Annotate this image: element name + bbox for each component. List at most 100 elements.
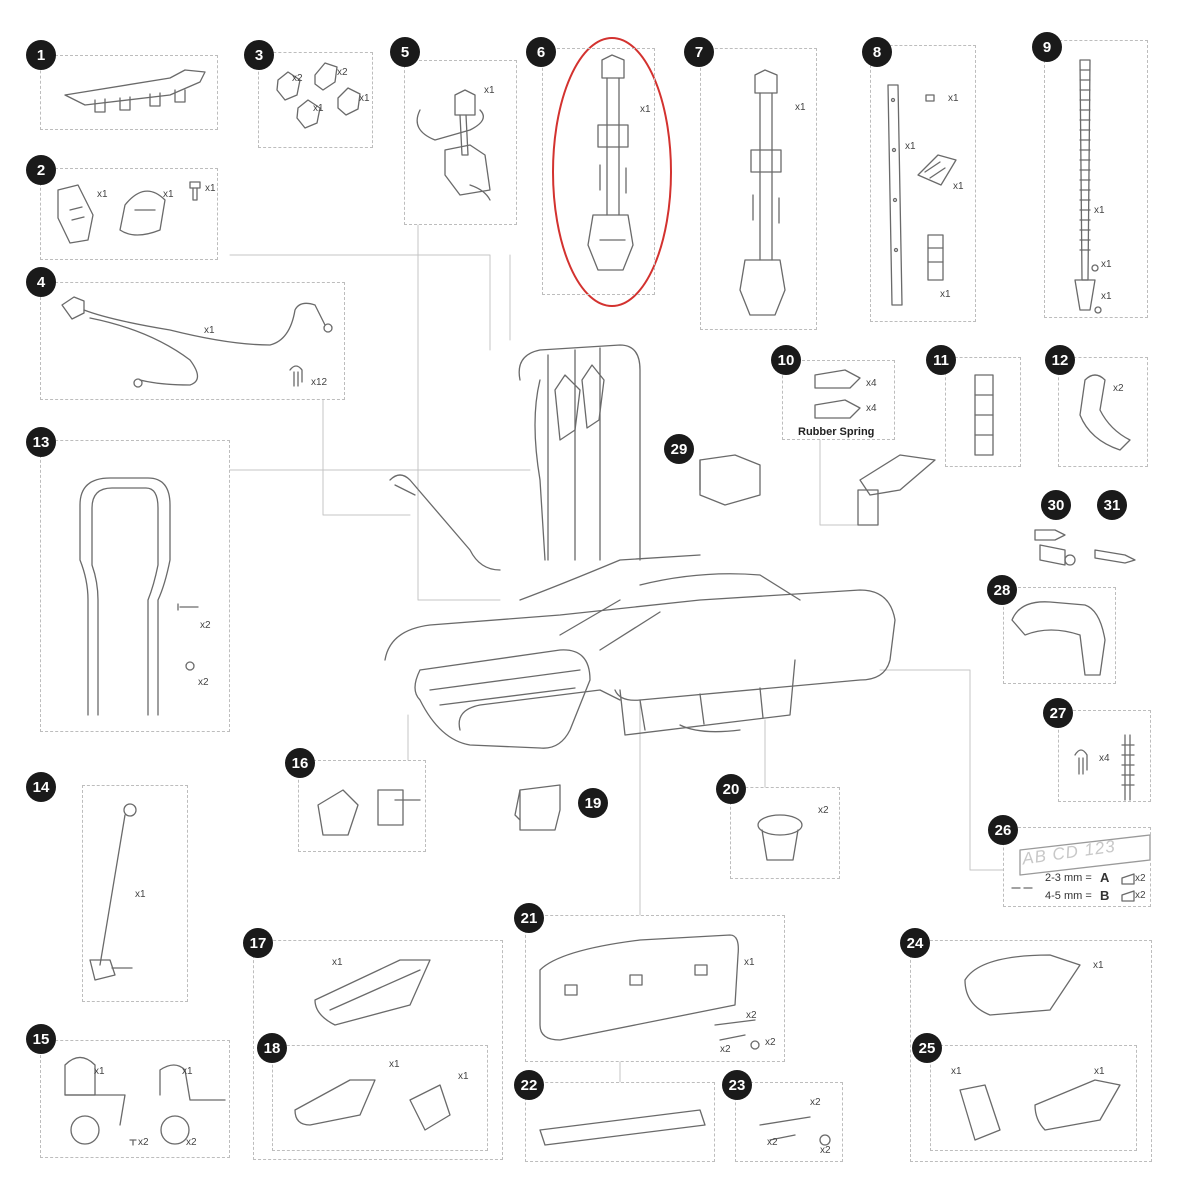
rubber-spring-label: Rubber Spring xyxy=(798,426,875,438)
qty-label: x1 xyxy=(1093,960,1104,971)
item-number-19: 19 xyxy=(578,788,608,818)
part-12-art xyxy=(1079,374,1131,451)
qty-label: x2 xyxy=(200,620,211,631)
item-number-2: 2 xyxy=(26,155,56,185)
part-18-art xyxy=(294,1079,451,1131)
qty-label: x1 xyxy=(951,1066,962,1077)
spec-b-letter: B xyxy=(1100,888,1110,903)
item-number-26: 26 xyxy=(988,815,1018,845)
part-23-art xyxy=(759,1116,831,1146)
part-11-art xyxy=(974,374,994,456)
part-17-art xyxy=(314,959,431,1026)
item-number-28: 28 xyxy=(987,575,1017,605)
qty-label: x1 xyxy=(389,1059,400,1070)
part-4-art xyxy=(61,296,333,388)
box-part-23 xyxy=(735,1082,843,1162)
box-part-16 xyxy=(298,760,426,852)
item-number-14: 14 xyxy=(26,772,56,802)
qty-label: x1 xyxy=(744,957,755,968)
part-6-art xyxy=(552,37,672,307)
item-number-31: 31 xyxy=(1097,490,1127,520)
box-part-27 xyxy=(1058,710,1151,802)
box-part-17 xyxy=(253,940,503,1160)
qty-label: x1 xyxy=(905,141,916,152)
box-part-24 xyxy=(910,940,1152,1162)
part-14-art xyxy=(89,803,137,981)
box-part-11 xyxy=(945,357,1021,467)
box-part-22 xyxy=(525,1082,715,1162)
qty-label: x2 xyxy=(767,1137,778,1148)
qty-label: x2 xyxy=(818,805,829,816)
qty-label: x1 xyxy=(953,181,964,192)
qty-label: x2 xyxy=(1135,890,1146,901)
spec-a-range: 2-3 mm = xyxy=(1045,872,1092,884)
box-part-1 xyxy=(40,55,218,130)
box-part-20 xyxy=(730,787,840,879)
item-number-12: 12 xyxy=(1045,345,1075,375)
item-number-13: 13 xyxy=(26,427,56,457)
part-25-art xyxy=(959,1079,1121,1141)
spec-b-range: 4-5 mm = xyxy=(1045,890,1092,902)
part-21-art xyxy=(539,934,760,1050)
part-24-art xyxy=(964,954,1081,1016)
item-number-18: 18 xyxy=(257,1033,287,1063)
item-number-9: 9 xyxy=(1032,32,1062,62)
qty-label: x4 xyxy=(866,378,877,389)
qty-label: x1 xyxy=(484,85,495,96)
item-number-11: 11 xyxy=(926,345,956,375)
box-part-13 xyxy=(40,440,230,732)
part-20-art xyxy=(757,814,803,861)
qty-label: x1 xyxy=(1101,259,1112,270)
box-part-14 xyxy=(82,785,188,1002)
qty-label: x1 xyxy=(948,93,959,104)
box-part-5 xyxy=(404,60,517,225)
qty-label: x1 xyxy=(205,183,216,194)
box-part-3 xyxy=(258,52,373,148)
part-19-art xyxy=(514,784,561,831)
part-27-art xyxy=(1074,734,1135,801)
part-29-art xyxy=(699,454,761,506)
part-1-art xyxy=(64,69,206,113)
qty-label: x1 xyxy=(640,104,651,115)
spec-a-letter: A xyxy=(1100,870,1110,885)
item-number-7: 7 xyxy=(684,37,714,67)
qty-label: x1 xyxy=(204,325,215,336)
box-part-7 xyxy=(700,48,817,330)
qty-label: x1 xyxy=(940,289,951,300)
part-9-art xyxy=(1074,59,1102,314)
item-number-6: 6 xyxy=(526,37,556,67)
box-part-6 xyxy=(542,48,655,295)
item-number-17: 17 xyxy=(243,928,273,958)
qty-label: x1 xyxy=(135,889,146,900)
item-number-27: 27 xyxy=(1043,698,1073,728)
part-3-art xyxy=(276,62,361,129)
highlight-ring xyxy=(552,37,672,307)
item-number-20: 20 xyxy=(716,774,746,804)
qty-label: x4 xyxy=(866,403,877,414)
qty-label: x1 xyxy=(182,1066,193,1077)
qty-label: x1 xyxy=(313,103,324,114)
item-number-1: 1 xyxy=(26,40,56,70)
qty-label: x2 xyxy=(810,1097,821,1108)
qty-label: x1 xyxy=(332,957,343,968)
item-number-5: 5 xyxy=(390,37,420,67)
qty-label: x1 xyxy=(94,1066,105,1077)
qty-label: x1 xyxy=(163,189,174,200)
part-2-art xyxy=(57,181,201,244)
item-number-29: 29 xyxy=(664,434,694,464)
box-part-28 xyxy=(1003,587,1116,684)
part-28-art xyxy=(1011,601,1106,676)
box-part-2 xyxy=(40,168,218,260)
part-5-art xyxy=(416,89,491,201)
item-number-15: 15 xyxy=(26,1024,56,1054)
item-number-24: 24 xyxy=(900,928,930,958)
qty-label: x1 xyxy=(1094,205,1105,216)
box-part-21 xyxy=(525,915,785,1062)
item-number-3: 3 xyxy=(244,40,274,70)
item-number-22: 22 xyxy=(514,1070,544,1100)
item-number-25: 25 xyxy=(912,1033,942,1063)
item-number-21: 21 xyxy=(514,903,544,933)
box-part-10 xyxy=(782,360,895,440)
item-number-4: 4 xyxy=(26,267,56,297)
